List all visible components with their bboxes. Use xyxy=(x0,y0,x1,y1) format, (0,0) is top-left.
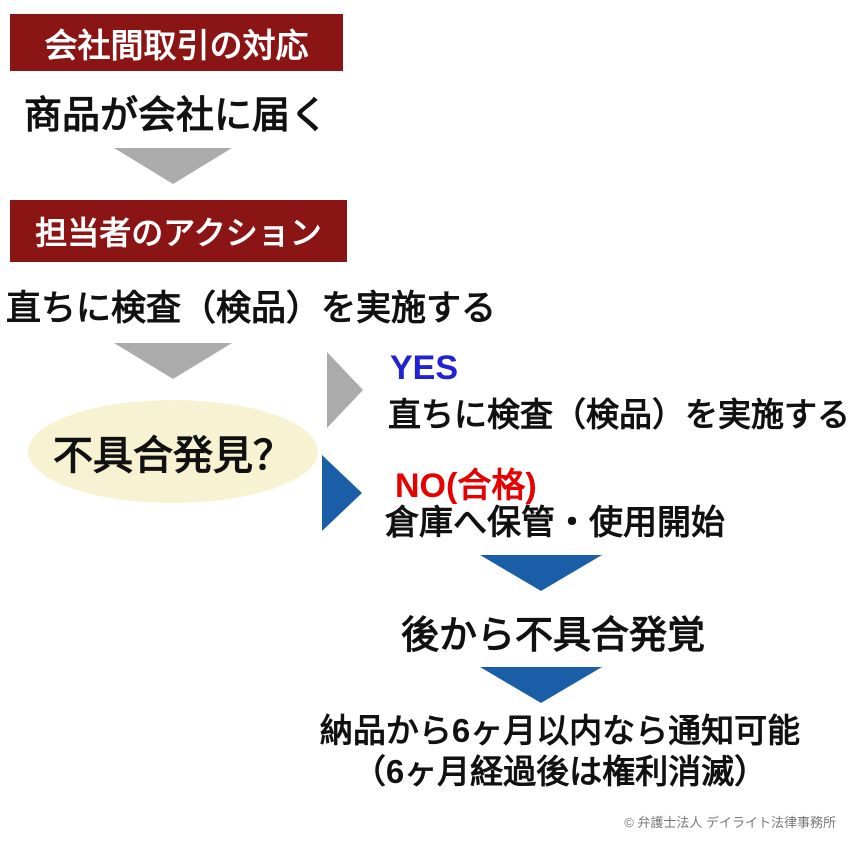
notice-period-line1: 納品から6ヶ月以内なら通知可能 xyxy=(319,712,801,749)
intercompany-header-label: 会社間取引の対応 xyxy=(44,26,309,64)
down-arrow-blue-icon xyxy=(480,667,602,703)
staff-action-header-box: 担当者のアクション xyxy=(10,200,347,262)
notice-period-line2: （6ヶ月経過後は権利消滅） xyxy=(352,753,768,791)
goods-arrival-text: 商品が会社に届く xyxy=(24,95,329,137)
late-defect-text: 後から不具合発覚 xyxy=(400,615,706,657)
intercompany-header-box: 会社間取引の対応 xyxy=(10,14,343,71)
no-label: NO(合格) xyxy=(395,467,537,505)
copyright-text: © 弁護士法人 デイライト法律事務所 xyxy=(624,815,836,830)
down-arrow-gray-icon xyxy=(114,148,232,184)
yes-action-text: 直ちに検査（検品）を実施する xyxy=(388,396,850,433)
notice-period-text: 納品から6ヶ月以内なら通知可能 （6ヶ月経過後は権利消滅） xyxy=(320,710,800,793)
down-arrow-gray-icon xyxy=(114,343,232,379)
defect-decision-ellipse: 不具合発見？ xyxy=(28,400,318,503)
no-action-text: 倉庫へ保管・使用開始 xyxy=(385,504,725,542)
decision-question-text: 不具合発見？ xyxy=(53,433,293,478)
inspection-step-text: 直ちに検査（検品）を実施する xyxy=(6,289,497,328)
no-branch-arrow-icon xyxy=(322,455,362,531)
yes-label: YES xyxy=(390,349,459,387)
staff-action-header-label: 担当者のアクション xyxy=(35,215,322,251)
yes-branch-arrow-icon xyxy=(327,352,363,428)
down-arrow-blue-icon xyxy=(480,555,602,591)
